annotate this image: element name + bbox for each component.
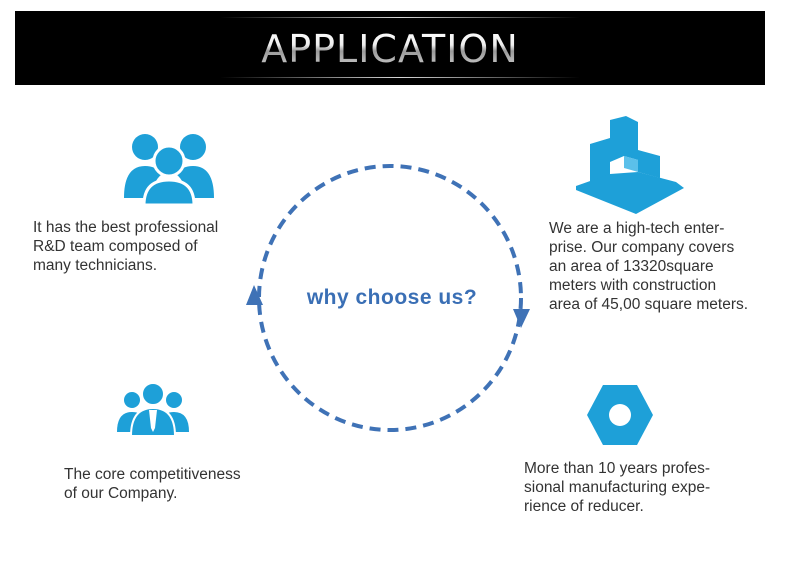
dashed-circle bbox=[257, 164, 523, 432]
header-banner: APPLICATION bbox=[15, 11, 765, 85]
team-description: It has the best professional R&D team co… bbox=[33, 219, 219, 274]
page-title: APPLICATION bbox=[15, 29, 765, 69]
group-description: The core competitiveness of our Company. bbox=[64, 466, 241, 502]
nut-description: More than 10 years profes- sional manufa… bbox=[524, 460, 711, 515]
header-bottom-rule bbox=[220, 77, 580, 78]
why-choose-us-label: why choose us? bbox=[306, 286, 478, 309]
hex-nut-icon bbox=[587, 385, 653, 445]
building-description: We are a high-tech enter- prise. Our com… bbox=[549, 220, 749, 313]
team-icon bbox=[124, 134, 214, 205]
cycle-diagram bbox=[246, 164, 530, 432]
arrow-down-icon bbox=[513, 309, 530, 328]
arrow-up-icon bbox=[246, 285, 263, 305]
header-top-rule bbox=[220, 17, 580, 18]
building-icon bbox=[576, 116, 684, 214]
group-icon bbox=[117, 382, 189, 436]
